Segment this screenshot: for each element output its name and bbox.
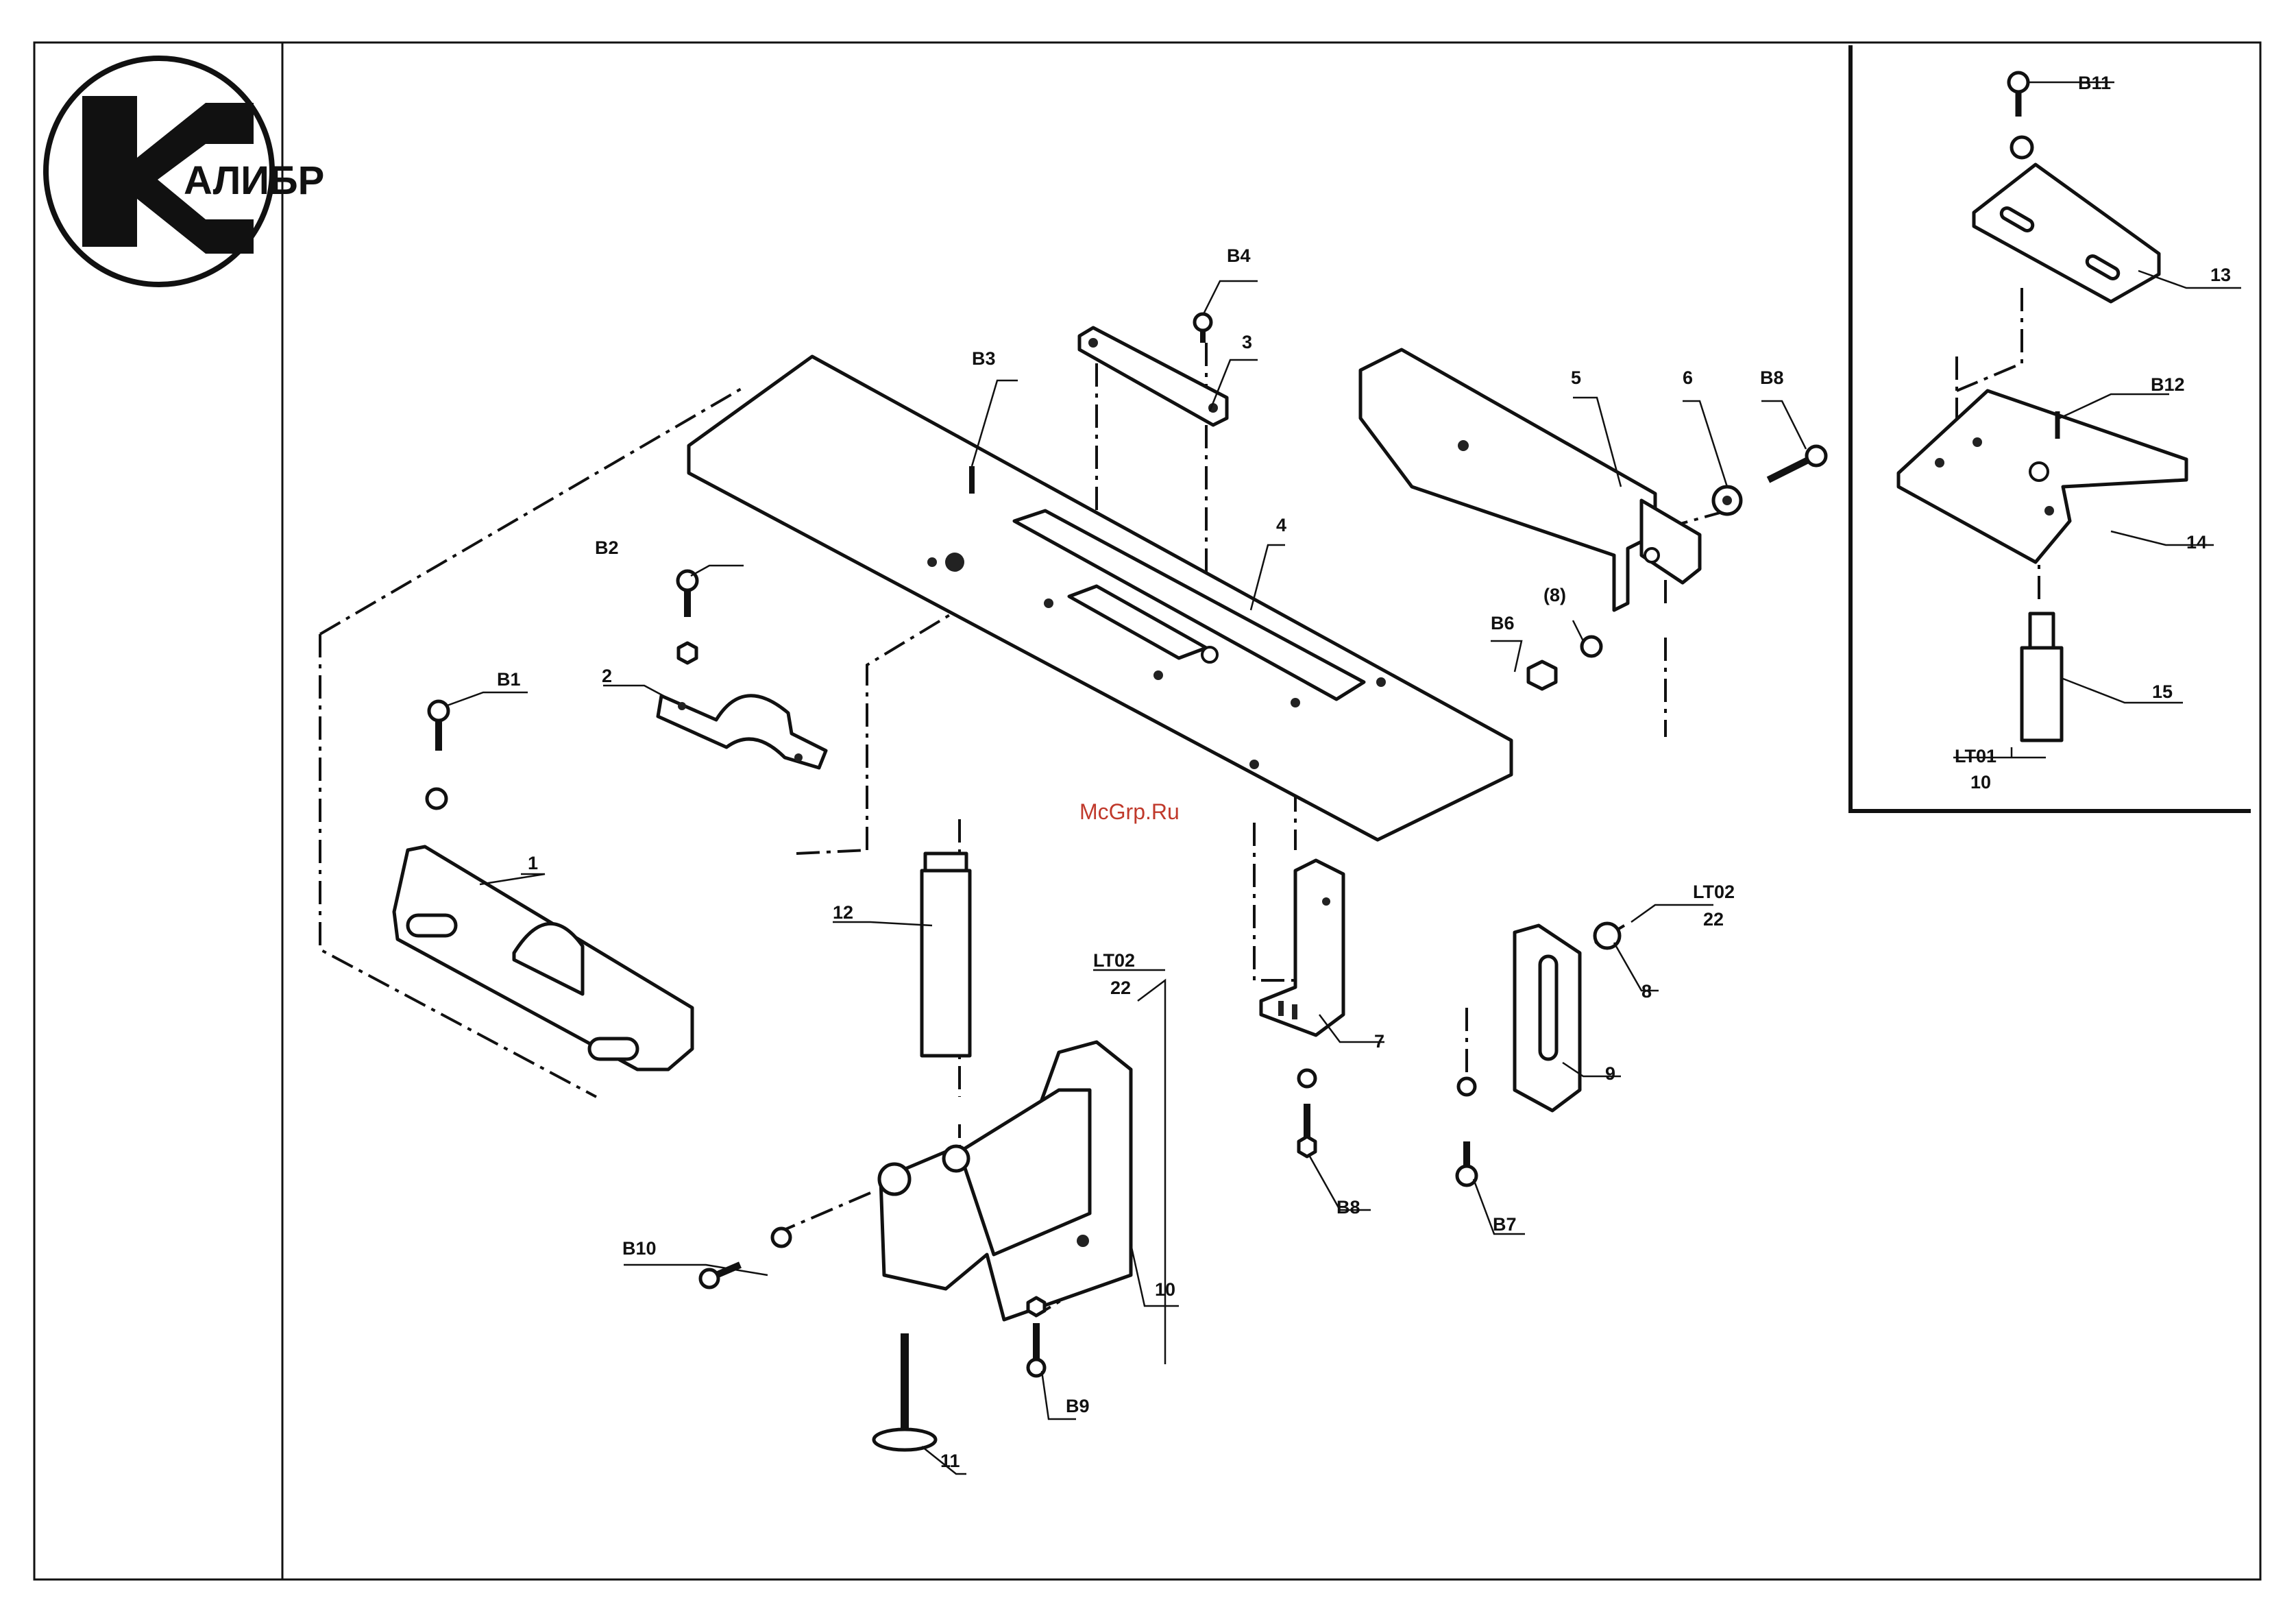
label-p3: 3 — [1242, 332, 1252, 352]
part-1-blade-guard — [394, 847, 692, 1069]
part-7-angle-bracket — [1261, 860, 1343, 1035]
label-b3: B3 — [972, 348, 996, 369]
label-p6: 6 — [1683, 367, 1693, 388]
label-b2: B2 — [595, 537, 619, 558]
label-p14: 14 — [2186, 532, 2207, 553]
label-p5: 5 — [1571, 367, 1581, 388]
label-lt02-right: LT02 — [1693, 882, 1735, 902]
b2-screw — [678, 571, 697, 663]
label-b8-bottom: B8 — [1336, 1197, 1360, 1218]
part-12-column — [922, 854, 970, 1056]
label-22-right: 22 — [1703, 909, 1724, 930]
label-p15: 15 — [2152, 681, 2173, 702]
label-b9: B9 — [1066, 1396, 1090, 1416]
label-b11: B11 — [2078, 73, 2111, 93]
label-b4: B4 — [1227, 245, 1251, 266]
b6-nut — [1528, 662, 1556, 689]
assembly-dash-lines — [320, 288, 2039, 1316]
b4-screw — [1195, 314, 1211, 343]
label-p4: 4 — [1276, 515, 1286, 535]
label-p1: 1 — [528, 853, 538, 873]
logo-text: АЛИБР — [184, 158, 324, 203]
part-14-adjust-plate — [1898, 391, 2186, 562]
part-15-pin — [2022, 614, 2062, 740]
label-22-left: 22 — [1110, 978, 1131, 998]
label-b12: B12 — [2151, 374, 2185, 395]
part-13-slotted-plate — [1974, 165, 2159, 302]
b8-screw-top — [1768, 446, 1826, 480]
label-p10: 10 — [1155, 1279, 1175, 1300]
part-9-slotted-bracket — [1515, 925, 1580, 1111]
label-b8-top: B8 — [1760, 367, 1784, 388]
label-p2: 2 — [602, 666, 612, 686]
part-5-fence — [1360, 350, 1700, 610]
label-p7: 7 — [1374, 1031, 1384, 1052]
b7-screw — [1457, 1078, 1476, 1185]
label-lt02-left: LT02 — [1093, 950, 1135, 971]
b8-screw-bottom — [1299, 1070, 1315, 1157]
b1-screw — [427, 701, 448, 808]
label-b7: B7 — [1493, 1214, 1517, 1235]
part-2-clamp — [658, 696, 826, 768]
part-10-base-bracket — [879, 1042, 1131, 1320]
washer-8-paren — [1582, 637, 1601, 656]
b11-screw — [2009, 73, 2032, 158]
label-p12: 12 — [833, 902, 853, 923]
label-b6: B6 — [1491, 613, 1515, 633]
b9-screw — [1028, 1298, 1045, 1376]
label-p8: 8 — [1641, 981, 1652, 1002]
label-lt01: LT01 — [1955, 746, 1996, 766]
b10-screw — [700, 1228, 790, 1287]
label-p8-paren: (8) — [1543, 585, 1566, 605]
label-10-inset: 10 — [1970, 772, 1991, 792]
label-b10: B10 — [622, 1238, 657, 1259]
watermark: McGrp.Ru — [1079, 799, 1180, 824]
label-p11: 11 — [940, 1451, 960, 1471]
part-6-knob — [1713, 487, 1741, 514]
part-11-leveling-foot — [874, 1333, 936, 1450]
label-p13: 13 — [2210, 265, 2231, 285]
label-p9: 9 — [1605, 1063, 1615, 1084]
label-b1: B1 — [497, 669, 521, 690]
